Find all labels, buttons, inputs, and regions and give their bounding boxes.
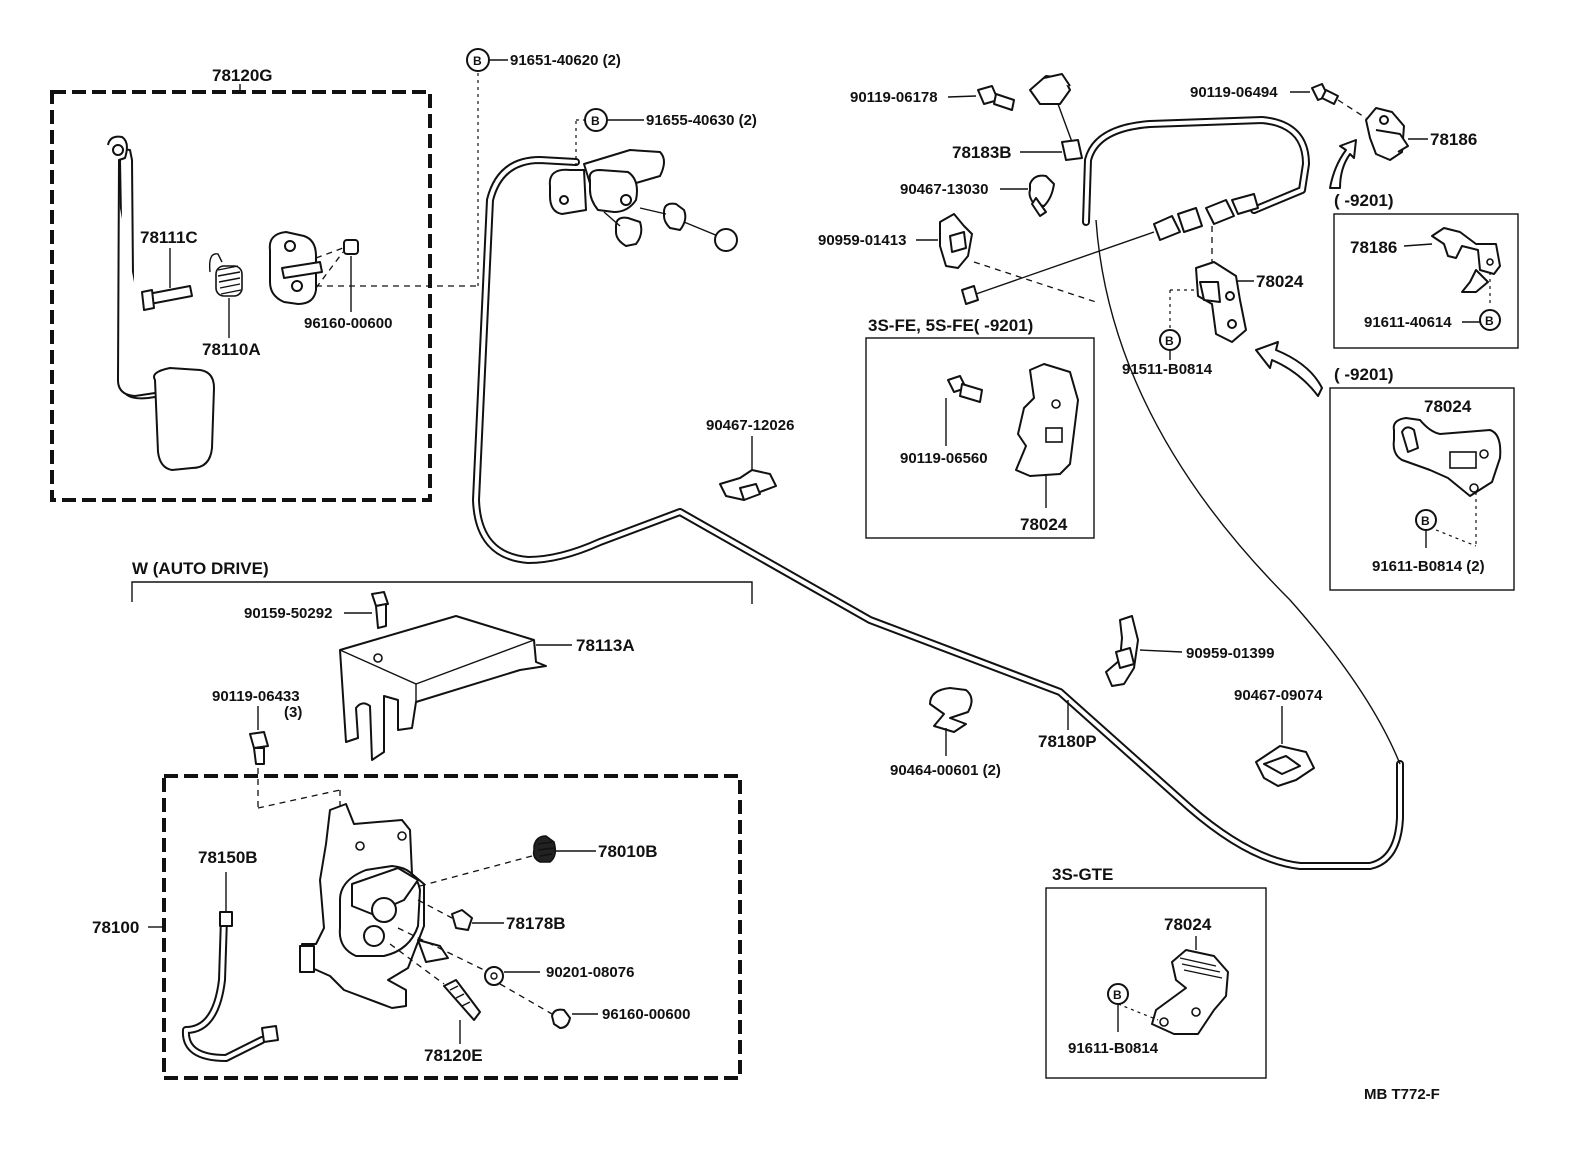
bolt-90119-06494 — [1311, 83, 1339, 105]
clip-90467-09074 — [1255, 745, 1315, 787]
clip-90959-01413 — [939, 213, 973, 269]
spring-78120E — [443, 979, 481, 1021]
label-91511-B0814: 91511-B0814 — [1122, 361, 1213, 378]
label-78150B: 78150B — [198, 848, 258, 867]
bolt-letter: B — [591, 114, 600, 128]
pedal-assembly-box — [50, 90, 432, 502]
diagram-code: MB T772-F — [1364, 1086, 1440, 1103]
label-91655-40630: 91655-40630 (2) — [646, 112, 757, 129]
bolt-letter: B — [1421, 514, 1430, 528]
heading-auto-drive: W (AUTO DRIVE) — [132, 559, 269, 578]
label-78024-b: 78024 — [1020, 515, 1068, 534]
label-90201-08076: 90201-08076 — [546, 964, 634, 981]
bolt-marker-91511: B — [1159, 329, 1181, 351]
label-96160-00600-b: 96160-00600 — [602, 1006, 690, 1023]
label-78010B: 78010B — [598, 842, 658, 861]
nut-96160-00600 — [343, 239, 359, 255]
label-90119-06433-qty: (3) — [284, 704, 302, 721]
clamp-90464-00601 — [929, 687, 973, 733]
label-78113A: 78113A — [576, 636, 635, 655]
label-90119-06178: 90119-06178 — [850, 89, 938, 106]
label-90464-00601: 90464-00601 (2) — [890, 762, 1001, 779]
bracket-78183B — [1029, 73, 1083, 161]
cover-78113A — [339, 615, 547, 761]
spring-78010B — [532, 835, 557, 863]
label-90159-50292: 90159-50292 — [244, 605, 332, 622]
label-90119-06433: 90119-06433 — [212, 688, 300, 705]
label-78186-b: 78186 — [1350, 238, 1397, 257]
label-78024-d: 78024 — [1164, 915, 1212, 934]
clamp-90467-13030 — [1028, 174, 1055, 217]
label-78178B: 78178B — [506, 914, 566, 933]
actuator-housing — [299, 803, 449, 1009]
label-91611-B0814: 91611-B0814 — [1068, 1040, 1159, 1057]
label-96160-00600-a: 96160-00600 — [304, 315, 392, 332]
auto-drive-section: W (AUTO DRIVE) 90159-50292 78113A 90119-… — [92, 559, 753, 1080]
bolt-letter: B — [1485, 314, 1494, 328]
bolt-letter: B — [473, 54, 482, 68]
arrow-up-icon — [1329, 139, 1357, 189]
label-90467-13030: 90467-13030 — [900, 181, 988, 198]
clip-90959-01399 — [1105, 615, 1139, 687]
label-90119-06494: 90119-06494 — [1190, 84, 1278, 101]
heading-range-9201-a: ( -9201) — [1334, 191, 1394, 210]
bolt-marker-91655: B — [584, 108, 608, 132]
label-78186-a: 78186 — [1430, 130, 1477, 149]
label-90467-12026: 90467-12026 — [706, 417, 794, 434]
actuator-assembly-box — [162, 774, 742, 1080]
label-78180P: 78180P — [1038, 732, 1097, 751]
label-78024-a: 78024 — [1256, 272, 1304, 291]
label-78110A: 78110A — [202, 340, 261, 359]
bracket-78186-top — [1365, 107, 1409, 161]
bolt-marker-91651: B — [466, 48, 490, 72]
label-78120E: 78120E — [424, 1046, 483, 1065]
heading-3sgte: 3S-GTE — [1052, 865, 1113, 884]
harness-78150B — [181, 911, 279, 1062]
clip-78178B — [451, 909, 473, 931]
return-spring — [208, 253, 243, 297]
box-9201-78186: ( -9201) 78186 B 91611-40614 — [1333, 191, 1519, 349]
cable-end-fitting — [961, 193, 1259, 305]
bracket-78024-main — [1195, 261, 1247, 343]
accelerator-cable-78180P — [472, 116, 1404, 870]
accelerator-pedal — [107, 135, 215, 471]
bolt-letter: B — [1165, 334, 1174, 348]
heading-range-9201-b: ( -9201) — [1334, 365, 1394, 384]
box-3sfe-5sfe: 3S-FE, 5S-FE( -9201) 90119-06560 78024 — [865, 316, 1095, 539]
label-78111C: 78111C — [140, 228, 198, 247]
label-78100: 78100 — [92, 918, 139, 937]
label-78120G: 78120G — [212, 66, 273, 85]
box-3sgte: 3S-GTE 78024 B 91611-B0814 — [1045, 865, 1267, 1079]
bolt-90119-06433 — [249, 731, 269, 765]
nut-96160-00600-b — [551, 1008, 571, 1029]
label-90959-01399: 90959-01399 — [1186, 645, 1274, 662]
bolt-90119-06178 — [977, 85, 1015, 111]
washer-90201-08076 — [484, 966, 504, 986]
box-9201-78024: ( -9201) 78024 B 91611-B0814 (2) — [1329, 365, 1515, 591]
label-90119-06560: 90119-06560 — [900, 450, 988, 467]
pedal-pin — [141, 285, 193, 311]
arrow-left-up-icon — [1255, 341, 1323, 397]
label-91611-40614: 91611-40614 — [1364, 314, 1452, 331]
label-78183B: 78183B — [952, 143, 1012, 162]
pedal-end-bracket — [548, 149, 738, 252]
pedal-assembly-group: 78120G 78111C 78110A — [50, 66, 432, 502]
label-91611-B0814-2: 91611-B0814 (2) — [1372, 558, 1485, 575]
label-90959-01413: 90959-01413 — [818, 232, 906, 249]
bolt-90159-50292 — [371, 591, 389, 629]
clip-90467-12026 — [719, 469, 777, 501]
label-78024-c: 78024 — [1424, 397, 1472, 416]
label-91651-40620: 91651-40620 (2) — [510, 52, 621, 69]
pedal-bracket — [268, 231, 323, 305]
label-90467-09074: 90467-09074 — [1234, 687, 1323, 704]
bolt-letter: B — [1113, 988, 1122, 1002]
heading-3sfe-5sfe: 3S-FE, 5S-FE( -9201) — [868, 316, 1033, 335]
